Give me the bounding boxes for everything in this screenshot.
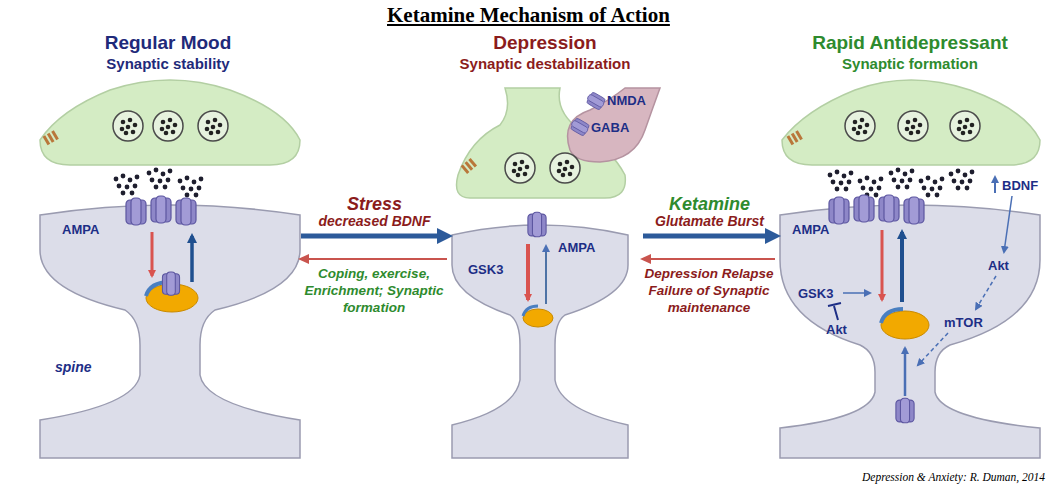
molecule-label: Akt — [826, 322, 847, 337]
panel-node: Rapid AntidepressantSynaptic formation — [778, 30, 1042, 458]
bdnf-up-arrow — [994, 177, 996, 193]
molecule-label: AMPA — [558, 240, 595, 255]
internalization-arrow — [151, 232, 154, 276]
ampa-receptor — [854, 195, 874, 222]
glutamate-dots — [889, 168, 915, 190]
molecule-label: GSK3 — [798, 286, 833, 301]
panel-subheading: Synaptic formation — [782, 54, 1038, 73]
arrow-label: Coping, exercise, Enrichment; Synaptic f… — [298, 265, 450, 316]
membrane-receptor — [461, 158, 477, 174]
arrow-label: Stress decreased BDNF — [307, 196, 442, 230]
glutamate-dots — [949, 169, 975, 191]
reverse-arrow — [301, 258, 447, 260]
endosome-cap — [881, 309, 903, 323]
ampa-receptor — [879, 195, 899, 222]
molecule-label: BDNF — [1002, 178, 1038, 193]
gsk3-arrow — [843, 292, 870, 294]
molecule-label: GSK3 — [468, 262, 503, 277]
glutamate-dots — [147, 168, 173, 190]
ampa-receptor — [176, 198, 196, 225]
vesicle — [505, 153, 535, 183]
ampa-receptor — [528, 212, 546, 237]
vesicle — [950, 111, 980, 141]
ampa-receptor — [896, 398, 914, 423]
vesicle — [153, 111, 183, 141]
reverse-arrow — [643, 258, 775, 260]
molecule-label: mTOR — [944, 315, 983, 330]
insertion-arrow — [190, 236, 194, 282]
gaba-interneuron — [568, 88, 661, 162]
dendritic-spine — [452, 225, 628, 458]
signal-arrow — [918, 333, 948, 365]
presynaptic-terminal — [40, 80, 300, 165]
panel-heading: Rapid Antidepressant — [782, 32, 1038, 54]
source-caption: Depression & Anxiety: R. Duman, 2014 — [862, 471, 1045, 483]
glutamate-dots — [858, 176, 884, 198]
panel-subheading: Synaptic stability — [42, 54, 294, 73]
molecule-label: GABA — [591, 120, 629, 135]
vesicle — [198, 111, 228, 141]
endosome — [523, 309, 553, 327]
vesicle — [113, 111, 143, 141]
transition-arrow — [301, 234, 447, 239]
glutamate-dots — [919, 176, 945, 198]
panel-node: Regular MoodSynaptic stability — [38, 30, 298, 458]
nmda-receptor — [585, 91, 606, 111]
molecule-label: AMPA — [792, 222, 829, 237]
signal-arrow — [976, 276, 996, 309]
internalization-arrow — [881, 230, 884, 300]
endosome-cap — [523, 306, 538, 316]
nmda-receptor — [569, 117, 590, 137]
panel-heading: Regular Mood — [42, 32, 294, 54]
vesicle — [898, 111, 928, 141]
ampa-receptor — [829, 197, 849, 224]
ampa-receptor — [126, 198, 146, 225]
glutamate-dots — [828, 170, 854, 192]
signal-arrow — [1004, 196, 1012, 252]
vesicle — [550, 153, 580, 183]
insertion-arrow — [904, 348, 907, 396]
molecule-label: Akt — [988, 258, 1009, 273]
transition-arrow — [643, 234, 775, 239]
membrane-receptor — [43, 130, 59, 145]
vesicle — [845, 111, 875, 141]
insertion-arrow — [545, 246, 547, 304]
membrane-receptor — [787, 130, 803, 145]
region-label: spine — [55, 360, 92, 375]
dendritic-spine — [780, 205, 1040, 458]
panel-heading: Depression — [454, 32, 636, 54]
ampa-receptor — [904, 197, 924, 224]
insertion-arrow — [900, 232, 904, 302]
ampa-receptor — [151, 196, 171, 223]
internalization-arrow — [526, 244, 530, 300]
molecule-label: NMDA — [607, 93, 646, 108]
diagram-title: Ketamine Mechanism of Action — [387, 3, 670, 28]
molecule-label: AMPA — [62, 222, 99, 237]
glutamate-dots — [178, 176, 204, 198]
panel-subheading: Synaptic destabilization — [454, 54, 636, 73]
presynaptic-terminal — [782, 80, 1040, 165]
arrow-label: Depression Relapse Failure of Synaptic m… — [639, 265, 779, 316]
inhibition-bar — [828, 303, 841, 320]
arrow-label: Ketamine Glutamate Burst — [642, 196, 777, 230]
glutamate-dots — [114, 174, 140, 196]
dendritic-spine — [40, 205, 300, 458]
ampa-receptor — [162, 272, 179, 295]
